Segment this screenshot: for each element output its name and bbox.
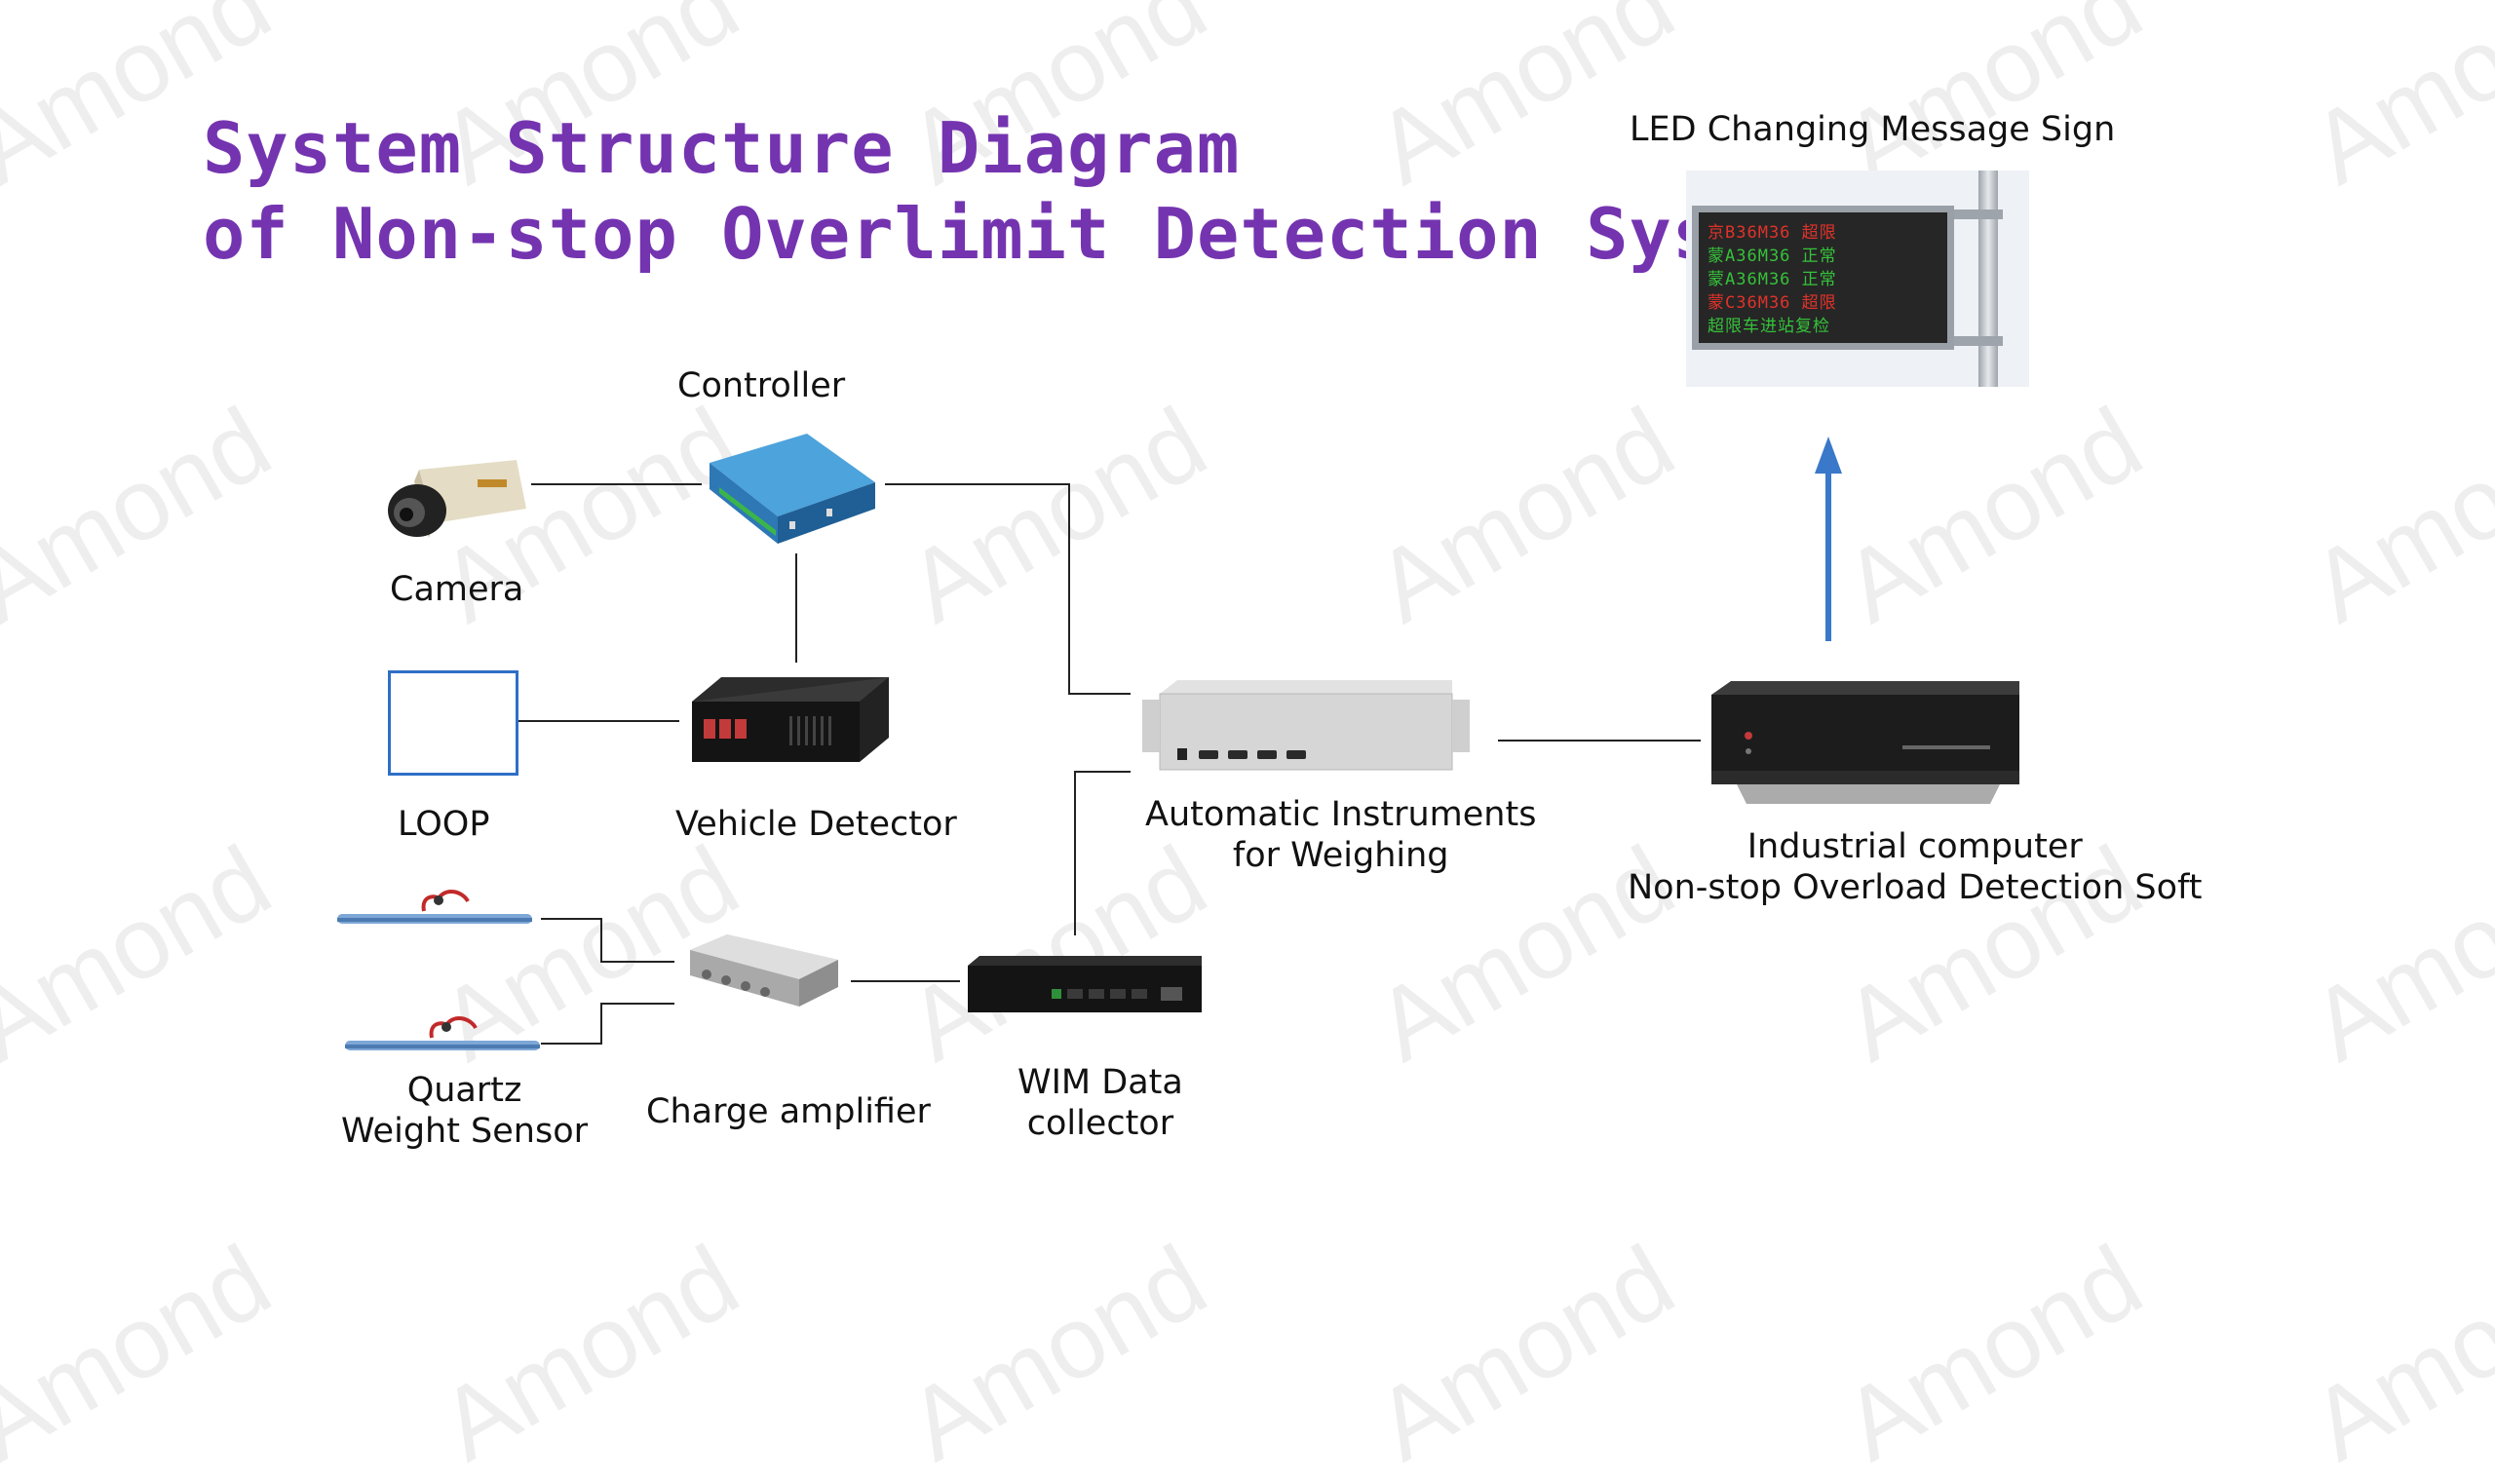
pole-icon <box>1978 171 1998 387</box>
industrial-computer-label: Industrial computer Non-stop Overload De… <box>1628 826 2202 908</box>
page-title-line-2: of Non-stop Overlimit Detection System <box>203 193 1846 275</box>
industrial-computer-label-line-2: Non-stop Overload Detection Soft <box>1628 868 2203 907</box>
connector-sensor2-amplifier <box>541 1003 674 1045</box>
camera-icon <box>388 460 526 538</box>
quartz-sensor-icon <box>345 1016 540 1050</box>
connector-sensor1-amplifier <box>541 918 674 963</box>
connector-lines <box>518 437 1842 1045</box>
controller-device-icon <box>710 434 875 544</box>
wim-collector-label-line-2: collector <box>1026 1104 1174 1143</box>
led-row: 蒙C36M36 超限 <box>1708 293 1837 313</box>
charge-amplifier-icon <box>690 934 838 1007</box>
instruments-label: Automatic Instruments for Weighing <box>1145 794 1536 876</box>
quartz-sensor-label-line-1: Quartz <box>406 1071 522 1110</box>
controller-label: Controller <box>677 366 846 405</box>
wim-collector-label-line-1: WIM Data <box>1017 1063 1183 1102</box>
wim-collector-label: WIM Data collector <box>1017 1062 1183 1144</box>
instruments-label-line-1: Automatic Instruments <box>1145 795 1537 834</box>
led-row: 京B36M36 超限 <box>1708 223 1837 243</box>
loop-box-icon <box>388 670 518 776</box>
quartz-sensor-label-line-2: Weight Sensor <box>341 1112 589 1151</box>
vehicle-detector-icon <box>692 677 889 762</box>
quartz-sensor-icon <box>337 890 532 924</box>
led-row: 蒙A36M36 正常 <box>1708 247 1837 266</box>
up-arrow <box>1815 437 1842 641</box>
industrial-computer-icon <box>1711 681 2019 804</box>
connector-wim-instruments <box>1074 771 1131 935</box>
industrial-computer-label-line-1: Industrial computer <box>1746 827 2083 866</box>
loop-label: LOOP <box>398 805 490 844</box>
wim-collector-icon <box>968 956 1202 1012</box>
weighing-instrument-icon <box>1142 680 1470 771</box>
instruments-label-line-2: for Weighing <box>1232 836 1449 875</box>
led-panel: 京B36M36 超限 蒙A36M36 正常 蒙A36M36 正常 蒙C36M36… <box>1692 206 1954 350</box>
led-sign-label: LED Changing Message Sign <box>1630 110 2116 149</box>
charge-amplifier-label: Charge amplifier <box>646 1092 931 1131</box>
vehicle-detector-label: Vehicle Detector <box>675 805 957 844</box>
connector-controller-instruments <box>885 483 1131 695</box>
led-row: 蒙A36M36 正常 <box>1708 270 1837 289</box>
quartz-sensor-label: Quartz Weight Sensor <box>341 1070 588 1152</box>
led-row: 超限车进站复检 <box>1708 317 1830 336</box>
led-sign-icon: 京B36M36 超限 蒙A36M36 正常 蒙A36M36 正常 蒙C36M36… <box>1686 171 2029 387</box>
page-title-line-1: System Structure Diagram <box>203 107 1241 189</box>
camera-label: Camera <box>390 570 524 609</box>
